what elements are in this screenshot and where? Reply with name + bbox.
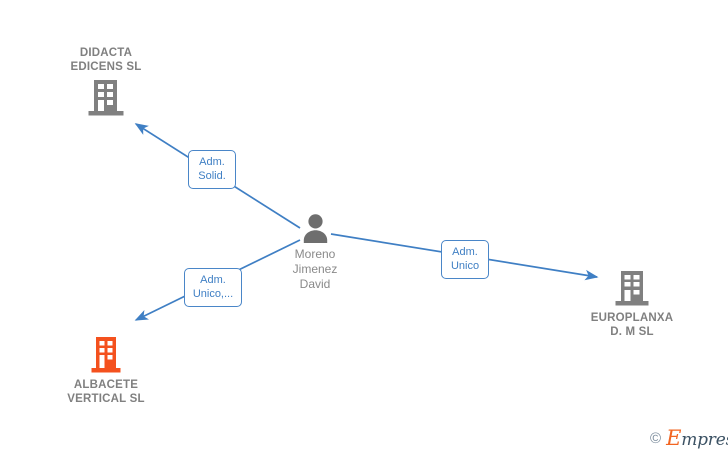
company-node-europlanxa-dm[interactable]: EUROPLANXA D. M SL (557, 270, 707, 339)
person-node-moreno-jimenez-david[interactable]: Moreno Jimenez David (240, 214, 390, 292)
brand-wordmark: Empresia (666, 428, 728, 449)
relation-label-adm-unico-multiple[interactable]: Adm. Unico,... (184, 268, 242, 307)
brand-rest: mpresia (681, 430, 728, 450)
relation-label-adm-solid[interactable]: Adm. Solid. (188, 150, 236, 189)
person-icon (302, 214, 329, 243)
building-icon (91, 336, 121, 374)
company-node-didacta-edicens[interactable]: DIDACTA EDICENS SL (31, 46, 181, 117)
company-label-albacete-vertical: ALBACETE VERTICAL SL (67, 379, 145, 405)
person-label: Moreno Jimenez David (292, 247, 338, 291)
copyright-icon: © (650, 430, 662, 447)
building-icon (615, 270, 649, 307)
relation-label-adm-unico[interactable]: Adm. Unico (441, 240, 489, 279)
building-icon (88, 79, 124, 117)
company-label-europlanxa-dm: EUROPLANXA D. M SL (590, 312, 674, 338)
brand-initial: E (666, 426, 682, 450)
watermark-empresia: © Empresia (650, 428, 728, 449)
company-node-albacete-vertical[interactable]: ALBACETE VERTICAL SL (31, 336, 181, 406)
company-label-didacta-edicens: DIDACTA EDICENS SL (70, 47, 142, 73)
